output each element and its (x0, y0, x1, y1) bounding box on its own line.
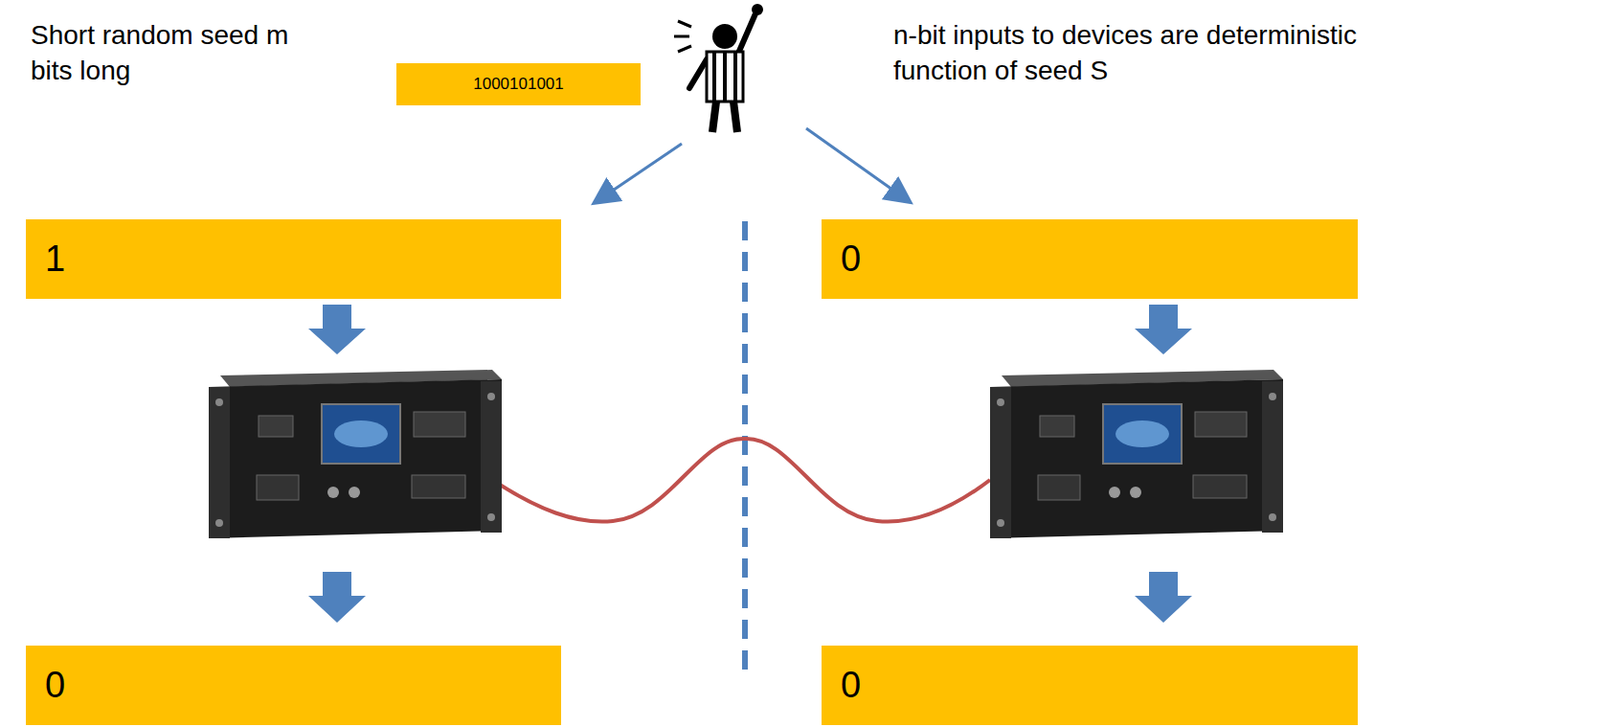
bit-box: 1 (25, 219, 562, 299)
bit-box: 0 (25, 645, 562, 725)
bit-value: 1000101001 (473, 74, 564, 94)
bit-box: 0 (821, 645, 1358, 725)
bit-value: 1 (45, 238, 66, 280)
quantum-device (990, 369, 1284, 539)
input-arrow (806, 128, 909, 202)
note-text: Short random seed m bits long (30, 17, 294, 89)
note-text: n-bit inputs to devices are deterministi… (893, 17, 1363, 89)
entanglement-wave (499, 438, 991, 522)
bit-value: 0 (840, 664, 861, 706)
block-arrow (308, 304, 366, 355)
referee-figure (674, 3, 764, 133)
seed-box: 1000101001 (396, 63, 641, 106)
bit-value: 0 (840, 238, 861, 280)
block-arrow (308, 571, 366, 623)
input-arrow (595, 143, 682, 203)
bit-value: 0 (45, 664, 66, 706)
separator-line (742, 221, 748, 679)
quantum-device (208, 369, 502, 539)
bit-box: 0 (821, 219, 1358, 299)
block-arrow (1134, 304, 1193, 355)
block-arrow (1134, 571, 1193, 623)
